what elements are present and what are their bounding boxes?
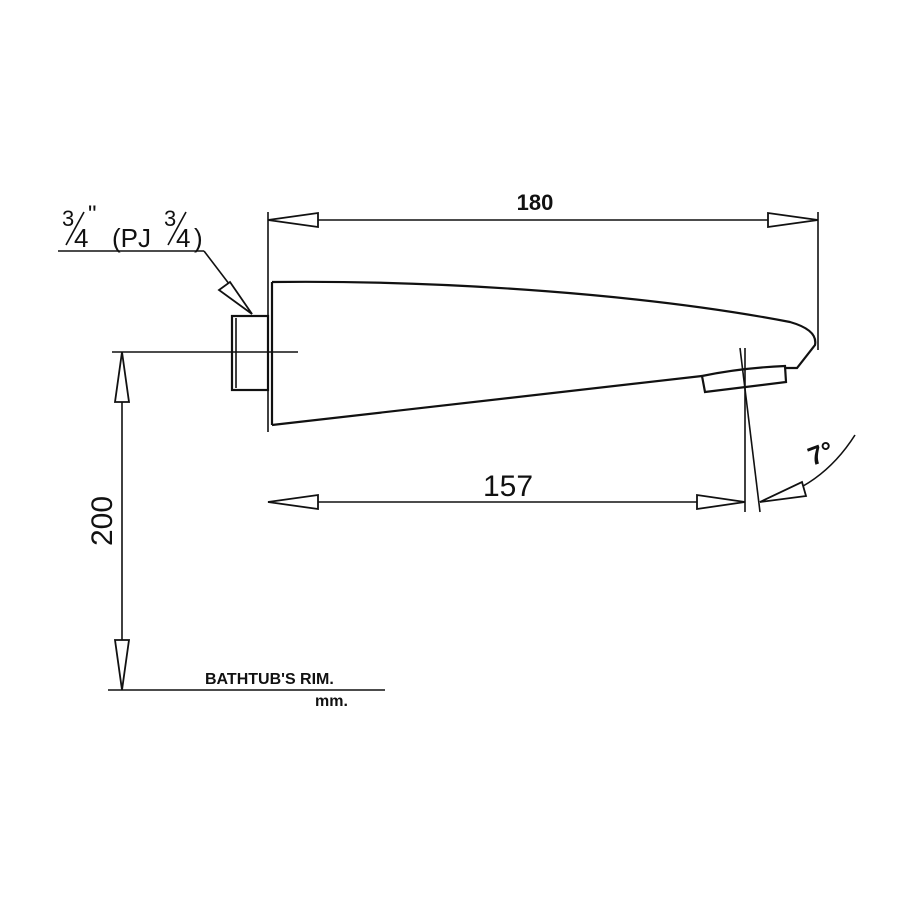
spout-body [270, 280, 817, 427]
thread-spec-suffix: ) [194, 223, 203, 253]
angle-dimension: 7° [759, 434, 856, 503]
rim-label: BATHTUB'S RIM. [205, 671, 334, 688]
thread-size-denominator: 4 [74, 223, 88, 253]
dimension-label-200: 200 [86, 496, 119, 546]
outlet-angled-line [739, 347, 761, 513]
dimension-157: 157 [267, 470, 746, 511]
thread-spec-prefix: (PJ [112, 223, 151, 253]
unit-label: mm. [315, 693, 348, 710]
thread-fitting [230, 314, 270, 392]
dimension-200: 200 [86, 351, 131, 691]
thread-size-numerator: 3 [62, 206, 74, 231]
thread-inch-mark: " [88, 201, 97, 228]
dimension-label-157: 157 [483, 470, 533, 503]
dimension-180: 180 [267, 190, 819, 229]
thread-spec-denominator: 4 [176, 223, 190, 253]
angle-label: 7° [804, 435, 838, 472]
spout-nozzle [700, 364, 788, 394]
thread-callout: 3 4 " (PJ 3 4 ) [58, 201, 253, 315]
dimension-label-180: 180 [517, 190, 554, 215]
thread-spec-numerator: 3 [164, 206, 176, 231]
bathtub-rim: BATHTUB'S RIM. mm. [108, 671, 385, 710]
